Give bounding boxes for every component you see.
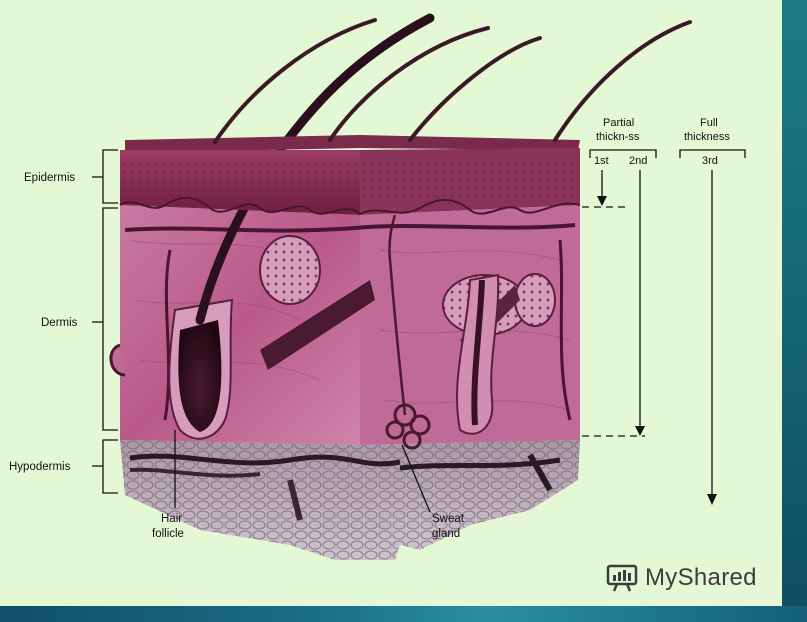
label-sweat-gland-line2: gland [432,528,460,540]
watermark-text: MyShared [645,564,757,592]
hypodermis-layer [120,440,580,560]
label-full-line1: Full [700,117,718,129]
layer-brackets [92,150,118,493]
presentation-board-icon [605,563,639,593]
label-hair-follicle-line2: follicle [152,528,184,540]
epidermis-layer [120,135,580,215]
label-sweat-gland-line1: Sweat [432,513,465,525]
label-third-degree: 3rd [702,155,718,167]
label-hypodermis: Hypodermis [9,461,71,473]
burn-depth-scale [582,150,745,496]
label-dermis: Dermis [41,317,78,329]
label-partial-line1: Partial [603,117,634,129]
label-full-line2: thickness [684,131,730,143]
myshared-watermark: MyShared [605,560,757,596]
label-epidermis: Epidermis [24,172,75,184]
label-hair-follicle-line1: Hair [161,513,182,525]
label-first-degree: 1st [594,155,609,167]
label-second-degree: 2nd [629,155,647,167]
label-partial-line2: thickn-ss [596,131,640,143]
depth-arrowheads [597,196,717,505]
